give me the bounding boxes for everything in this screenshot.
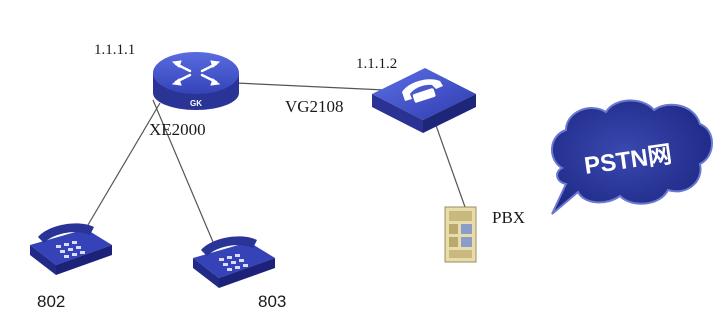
cloud-icon: PSTN网 [551,99,713,215]
gateway-name-label: VG2108 [285,97,344,116]
voice-gateway-icon [372,68,476,133]
link-router-phone-803 [152,99,214,243]
phone-802-label: 802 [37,292,66,311]
gateway-ip-label: 1.1.1.2 [356,56,398,72]
telephone-icon-802 [30,223,112,275]
router-icon: GK [153,52,239,110]
link-gateway-pbx [432,116,466,208]
link-router-phone-802 [84,102,161,231]
link-router-gateway [235,82,386,91]
pbx-label: PBX [492,208,526,227]
pbx-cabinet-icon [444,206,477,263]
handset-icon [402,79,443,103]
phone-803-label: 803 [258,292,287,311]
links [84,82,466,243]
router-ip-label: 1.1.1.1 [94,42,136,58]
telephone-icon-803 [193,236,275,288]
router-name-label: XE2000 [149,120,206,139]
router-badge: GK [190,99,202,108]
